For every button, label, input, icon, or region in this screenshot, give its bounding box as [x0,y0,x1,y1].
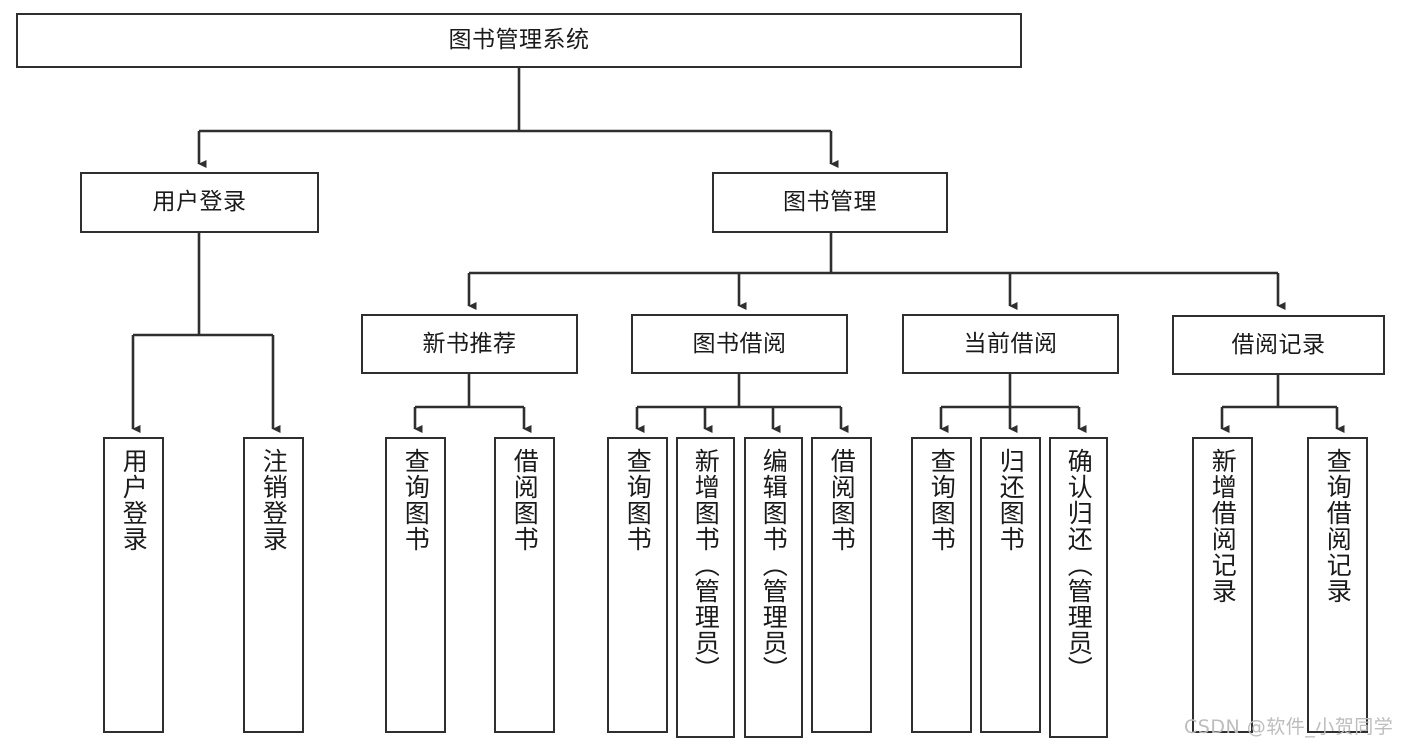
node-book-borrow-label: 图书借阅 [692,330,787,357]
node-leaf-query-book-1[interactable]: 查询图书 [385,437,446,733]
node-leaf-add-record-label: 新增借阅记录 [1208,448,1238,604]
node-leaf-borrow-book-2[interactable]: 借阅图书 [811,437,872,733]
node-leaf-add-record[interactable]: 新增借阅记录 [1192,437,1253,733]
node-leaf-query-book-2-label: 查询图书 [623,448,653,552]
node-leaf-confirm-return[interactable]: 确认归还（管理员） [1049,437,1108,738]
node-leaf-query-book-1-label: 查询图书 [401,448,431,552]
node-leaf-query-book-3-label: 查询图书 [927,448,957,552]
node-leaf-logout-label: 注销登录 [259,448,289,552]
node-leaf-query-record[interactable]: 查询借阅记录 [1307,437,1368,733]
node-leaf-return-book[interactable]: 归还图书 [980,437,1041,733]
node-root-label: 图书管理系统 [448,27,590,53]
node-current-borrow-label: 当前借阅 [963,330,1058,357]
node-leaf-query-book-2[interactable]: 查询图书 [607,437,668,733]
node-user-login[interactable]: 用户登录 [80,172,319,233]
node-leaf-borrow-book-2-label: 借阅图书 [827,448,857,552]
node-leaf-query-book-3[interactable]: 查询图书 [911,437,972,733]
node-leaf-logout[interactable]: 注销登录 [243,437,304,733]
node-leaf-borrow-book-1-label: 借阅图书 [510,448,540,552]
node-borrow-record-label: 借阅记录 [1231,331,1326,358]
node-book-management[interactable]: 图书管理 [712,172,948,233]
node-leaf-return-book-label: 归还图书 [996,448,1026,552]
node-book-borrow[interactable]: 图书借阅 [631,314,848,374]
node-new-book-recommend-label: 新书推荐 [422,330,517,357]
node-leaf-edit-book-label: 编辑图书（管理员） [759,448,789,682]
node-leaf-add-book-label: 新增图书（管理员） [691,448,721,682]
node-leaf-edit-book[interactable]: 编辑图书（管理员） [744,437,803,738]
node-borrow-record[interactable]: 借阅记录 [1172,315,1385,375]
node-leaf-query-record-label: 查询借阅记录 [1323,448,1353,604]
node-book-management-label: 图书管理 [783,189,877,215]
node-new-book-recommend[interactable]: 新书推荐 [361,314,578,374]
node-current-borrow[interactable]: 当前借阅 [902,314,1119,374]
node-leaf-user-login[interactable]: 用户登录 [103,437,164,733]
node-leaf-add-book[interactable]: 新增图书（管理员） [676,437,735,738]
node-leaf-user-login-label: 用户登录 [119,448,149,552]
node-user-login-label: 用户登录 [152,189,247,215]
node-leaf-borrow-book-1[interactable]: 借阅图书 [494,437,555,733]
node-leaf-confirm-return-label: 确认归还（管理员） [1064,448,1094,682]
node-root[interactable]: 图书管理系统 [16,13,1022,68]
